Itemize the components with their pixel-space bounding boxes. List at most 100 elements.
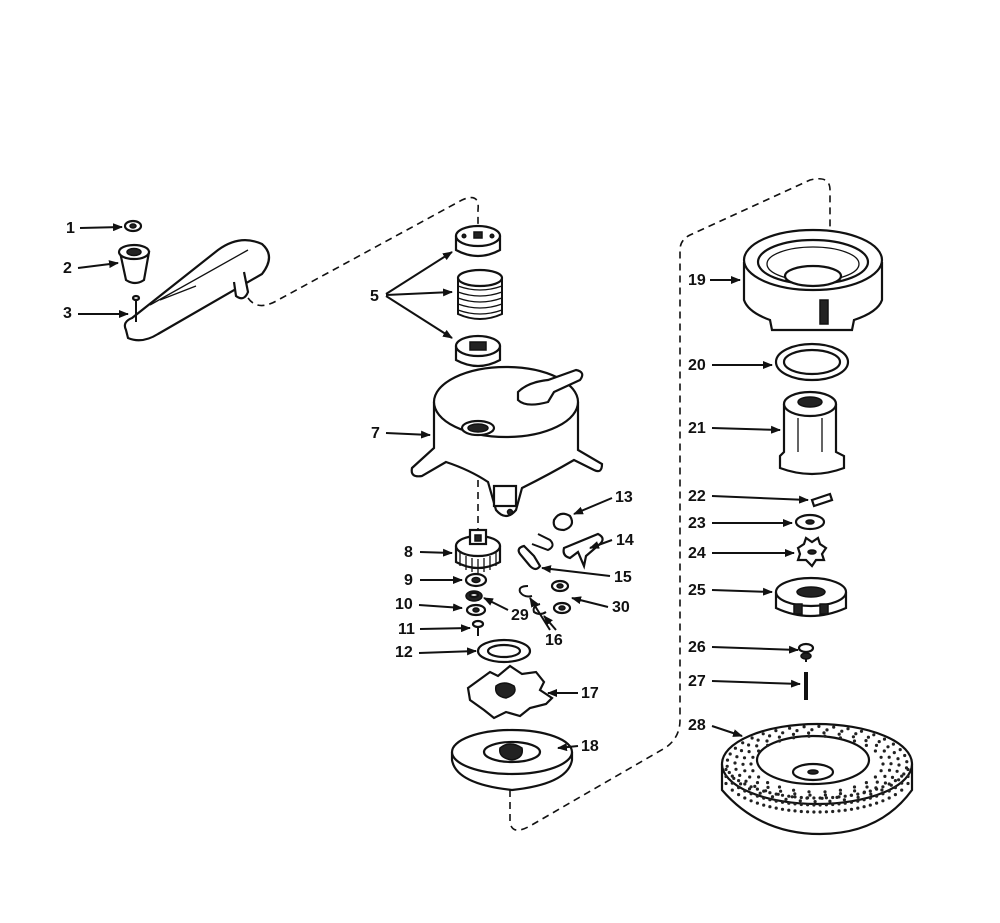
callout-5: 5 — [370, 288, 379, 305]
callout-29: 29 — [511, 607, 529, 624]
part-24-star-washer — [796, 536, 828, 568]
drum-perforation — [852, 785, 857, 789]
drum-perforation — [825, 728, 829, 732]
drum-perforation — [774, 792, 778, 796]
drum-perforation — [823, 793, 828, 797]
drum-perforation — [774, 799, 778, 803]
drum-perforation — [766, 785, 770, 790]
assembly-dashed-line-left — [247, 196, 479, 307]
callout-16: 16 — [545, 632, 563, 649]
part-3-crank-handle — [123, 239, 271, 342]
drum-perforation — [747, 743, 751, 747]
drum-perforation — [824, 810, 829, 814]
drum-perforation — [806, 796, 810, 800]
drum-perforation — [777, 735, 782, 739]
drum-perforation — [737, 793, 741, 797]
drum-perforation — [733, 761, 737, 765]
drum-perforation — [724, 781, 728, 786]
drum-perforation — [766, 743, 770, 748]
drum-perforation — [864, 743, 869, 748]
drum-perforation — [749, 799, 753, 803]
drum-perforation — [879, 755, 883, 759]
drum-perforation — [838, 736, 843, 740]
drum-perforation — [813, 800, 817, 804]
drum-perforation — [866, 735, 871, 739]
drum-perforation — [897, 778, 901, 782]
drum-perforation — [743, 782, 747, 786]
drum-perforation — [851, 735, 856, 739]
drum-perforation — [817, 724, 821, 729]
drum-perforation — [838, 792, 843, 796]
drum-perforation — [798, 799, 802, 803]
drum-perforation — [777, 739, 782, 743]
drum-perforation — [808, 793, 812, 797]
drum-perforation — [892, 751, 896, 755]
drum-perforation — [787, 794, 791, 798]
arrow-18 — [557, 743, 579, 752]
drum-perforation — [893, 786, 898, 790]
arrow-8 — [419, 548, 453, 557]
drum-perforation — [889, 762, 893, 766]
drum-perforation — [733, 746, 738, 750]
drum-perforation — [868, 796, 872, 800]
drum-perforation — [887, 768, 892, 772]
drum-perforation — [799, 795, 803, 800]
drum-perforation — [793, 809, 797, 813]
drum-perforation — [843, 794, 847, 798]
drum-perforation — [751, 755, 755, 759]
drum-perforation — [741, 741, 745, 745]
drum-perforation — [818, 803, 822, 807]
drum-perforation — [822, 731, 826, 735]
drum-perforation — [737, 779, 741, 783]
drum-perforation — [897, 763, 901, 767]
callout-30: 30 — [612, 599, 630, 616]
drum-perforation — [777, 785, 782, 789]
drum-perforation — [741, 762, 745, 766]
drum-perforation — [902, 772, 906, 776]
drum-perforation — [832, 725, 836, 729]
arrow-2 — [77, 260, 119, 269]
drum-perforation — [735, 755, 739, 759]
drum-perforation — [751, 769, 755, 773]
drum-perforation — [824, 803, 829, 807]
drum-perforation — [868, 803, 872, 807]
drum-perforation — [881, 799, 885, 803]
callout-23: 23 — [688, 515, 706, 532]
arrow-5b — [385, 288, 453, 297]
drum-perforation — [818, 796, 822, 800]
part-12-lock-washer — [476, 638, 532, 664]
part-15-lever — [517, 544, 542, 571]
drum-perforation — [879, 769, 883, 773]
part-30-washer — [550, 579, 572, 615]
drum-perforation — [762, 803, 766, 807]
drum-perforation — [875, 780, 879, 784]
part-21-hub — [778, 390, 846, 476]
drum-perforation — [812, 810, 816, 814]
drum-perforation — [887, 782, 891, 786]
callout-12: 12 — [395, 644, 413, 661]
part-10-washer — [465, 603, 487, 617]
arrow-27 — [711, 679, 801, 688]
callout-7: 7 — [371, 425, 380, 442]
drum-perforation — [905, 760, 909, 764]
drum-perforation — [795, 729, 799, 733]
arrow-16b — [543, 615, 557, 631]
drum-perforation — [787, 801, 791, 805]
drum-perforation — [823, 734, 827, 738]
drum-perforation — [882, 749, 886, 753]
drum-perforation — [765, 739, 769, 743]
drum-perforation — [868, 789, 872, 793]
drum-perforation — [738, 773, 742, 778]
drum-perforation — [831, 802, 835, 807]
drum-perforation — [862, 791, 866, 795]
arrow-25 — [711, 587, 773, 596]
assembly-dashed-line-right — [509, 177, 831, 831]
drum-perforation — [890, 775, 895, 780]
drum-perforation — [856, 806, 860, 810]
part-28-perforated-drum — [720, 722, 914, 836]
drum-perforation — [807, 790, 811, 794]
drum-perforation — [768, 798, 772, 802]
drum-perforation — [875, 794, 879, 798]
drum-perforation — [891, 742, 896, 746]
